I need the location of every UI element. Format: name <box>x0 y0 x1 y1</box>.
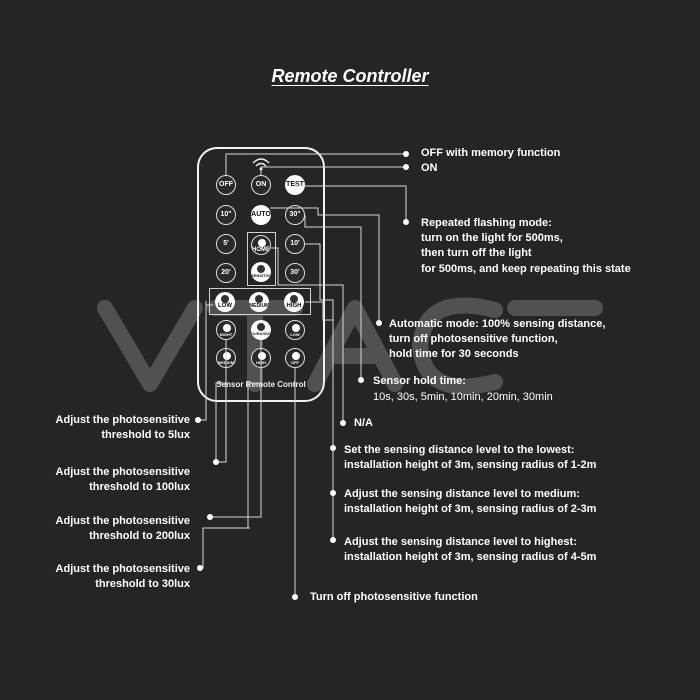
callout-lux5-1: Adjust the photosensitive <box>55 414 190 426</box>
home-button[interactable]: HOME <box>251 235 271 255</box>
sensitivity-medium-button[interactable]: MEDIUM <box>249 292 269 312</box>
page-title: Remote Controller <box>271 66 429 86</box>
callout-flash-2: turn on the light for 500ms, <box>421 232 563 244</box>
callout-on: ON <box>421 162 438 174</box>
home-group-frame <box>247 232 276 286</box>
lux-dusk-button[interactable]: DUSK/DUST <box>251 320 271 340</box>
callout-medium-2: installation height of 3m, sensing radiu… <box>344 503 597 515</box>
hold-10s-button[interactable]: 10" <box>216 205 236 225</box>
callout-lux200-2: threshold to 200lux <box>89 530 190 542</box>
callout-flash-3: then turn off the light <box>421 247 532 259</box>
callout-hold-values: 10s, 30s, 5min, 10min, 20min, 30min <box>373 391 553 403</box>
callout-flash-4: for 500ms, and keep repeating this state <box>421 263 631 275</box>
sensitivity-high-button[interactable]: HIGH <box>284 292 304 312</box>
off-button[interactable]: OFF <box>216 175 236 195</box>
hold-5min-button[interactable]: 5' <box>216 234 236 254</box>
sensitivity-button[interactable]: SENSITIVITY <box>251 262 271 282</box>
lux-night-button[interactable]: NIGHT <box>216 320 236 340</box>
auto-button[interactable]: AUTO <box>251 205 271 225</box>
callout-auto-3: hold time for 30 seconds <box>389 348 519 360</box>
callout-lux30-1: Adjust the photosensitive <box>55 563 190 575</box>
callout-high-1: Adjust the sensing distance level to hig… <box>344 536 577 548</box>
callout-auto-2: turn off photosensitive function, <box>389 333 558 345</box>
photosensitive-off-button[interactable]: OFF <box>285 348 305 368</box>
callout-low-2: installation height of 3m, sensing radiu… <box>344 459 597 471</box>
callout-high-2: installation height of 3m, sensing radiu… <box>344 551 597 563</box>
callout-photosensitive-off: Turn off photosensitive function <box>310 591 478 603</box>
callout-lux200-1: Adjust the photosensitive <box>55 515 190 527</box>
hold-30min-button[interactable]: 30' <box>285 263 305 283</box>
callout-lux30-2: threshold to 30lux <box>95 578 190 590</box>
hold-20min-button[interactable]: 20' <box>216 263 236 283</box>
callout-lux5-2: threshold to 5lux <box>101 429 190 441</box>
callout-na: N/A <box>354 417 373 429</box>
callout-low-1: Set the sensing distance level to the lo… <box>344 444 575 456</box>
callout-off-memory: OFF with memory function <box>421 147 561 159</box>
callout-medium-1: Adjust the sensing distance level to med… <box>344 488 580 500</box>
on-button[interactable]: ON <box>251 175 271 195</box>
lux-low-button[interactable]: LOW <box>285 320 305 340</box>
callout-hold-title: Sensor hold time: <box>373 375 466 387</box>
callout-lux100-1: Adjust the photosensitive <box>55 466 190 478</box>
callout-lux100-2: threshold to 100lux <box>89 481 190 493</box>
callout-flash-1: Repeated flashing mode: <box>421 217 552 229</box>
callout-auto-1: Automatic mode: 100% sensing distance, <box>389 318 606 330</box>
test-button[interactable]: TEST <box>285 175 305 195</box>
hold-10min-button[interactable]: 10' <box>285 234 305 254</box>
sensitivity-low-button[interactable]: LOW <box>215 292 235 312</box>
